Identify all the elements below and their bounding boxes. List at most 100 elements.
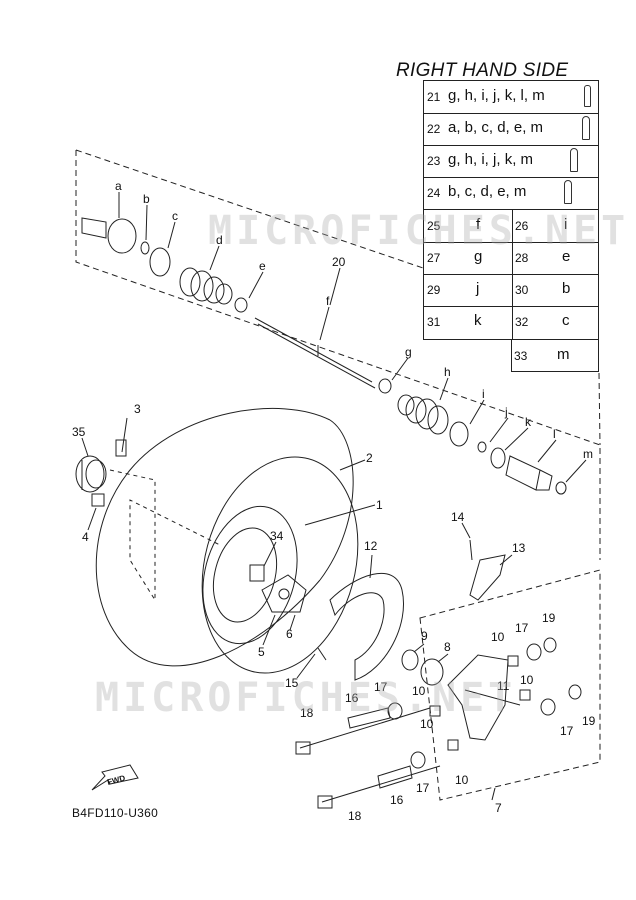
callout-18: 18 xyxy=(348,809,362,823)
seal-part xyxy=(526,643,542,661)
dust-cap-part xyxy=(568,684,582,700)
kit-table: 21 g, h, i, j, k, l, m 22 a, b, c, d, e,… xyxy=(423,80,599,210)
callout-j: j xyxy=(504,405,508,419)
callout-a: a xyxy=(115,179,122,193)
tire-part xyxy=(95,407,359,674)
callout-12: 12 xyxy=(364,539,378,553)
callout-5: 5 xyxy=(258,645,265,659)
cv-boot-part xyxy=(179,267,233,305)
snap-ring-part xyxy=(401,649,419,671)
callout-h: h xyxy=(444,365,451,379)
grease-tube-icon xyxy=(570,148,578,172)
kit-row-number: 21 xyxy=(427,90,441,104)
kit-row: 21 g, h, i, j, k, l, m xyxy=(424,81,598,114)
pair-letter: b xyxy=(562,280,571,297)
lug-nut-part xyxy=(91,493,105,507)
callout-19: 19 xyxy=(582,714,596,728)
pair-number: 32 xyxy=(515,315,529,329)
small-band-part xyxy=(378,378,392,394)
drive-shaft-part xyxy=(254,317,376,389)
kit-row-letters: b, c, d, e, m xyxy=(448,183,527,200)
bushing-part xyxy=(507,655,519,667)
callout-4: 4 xyxy=(82,530,89,544)
callout-k: k xyxy=(525,415,532,429)
boot-band-part xyxy=(149,247,171,277)
kit-row-number: 22 xyxy=(427,122,441,136)
clip-ring-part xyxy=(555,481,567,495)
diagram-title: RIGHT HAND SIDE xyxy=(396,60,569,81)
callout-m: m xyxy=(583,447,593,461)
callout-c: c xyxy=(172,209,178,223)
brake-disc-part xyxy=(329,572,404,681)
callout-6: 6 xyxy=(286,627,293,641)
inner-cv-joint-part xyxy=(505,455,553,491)
forward-arrow-icon xyxy=(91,764,139,791)
callout-20: 20 xyxy=(332,255,346,269)
axle-nut-part xyxy=(249,564,265,582)
callout-10: 10 xyxy=(491,630,505,644)
fwd-label: FWD xyxy=(106,773,126,786)
callout-14: 14 xyxy=(451,510,465,524)
callout-17: 17 xyxy=(515,621,529,635)
pair-letter: j xyxy=(476,280,480,297)
callout-9: 9 xyxy=(421,629,428,643)
bushing-part xyxy=(447,739,459,751)
kit-row: 22 a, b, c, d, e, m xyxy=(424,113,598,146)
callout-19: 19 xyxy=(542,611,556,625)
callout-2: 2 xyxy=(366,451,373,465)
callout-b: b xyxy=(143,192,150,206)
collar-part xyxy=(377,765,413,789)
kit-row-letters: a, b, c, d, e, m xyxy=(448,119,544,136)
kit-row-number: 23 xyxy=(427,154,441,168)
callout-g: g xyxy=(405,345,412,359)
valve-stem-part xyxy=(115,417,128,457)
callout-17: 17 xyxy=(416,781,430,795)
seal-ring-part xyxy=(490,447,506,469)
callout-1: 1 xyxy=(376,498,383,512)
pair-row-last: 33 m xyxy=(511,340,599,372)
callout-i: i xyxy=(482,387,485,401)
dust-cap-part xyxy=(543,637,557,653)
watermark-bottom: MICROFICHES.NET xyxy=(95,675,517,721)
pair-row: 29 j 30 b xyxy=(424,274,598,307)
callout-8: 8 xyxy=(444,640,451,654)
callout-10: 10 xyxy=(520,673,534,687)
watermark-top: MICROFICHES.NET xyxy=(208,208,630,254)
clip-ring-part xyxy=(140,241,150,255)
kit-row: 24 b, c, d, e, m xyxy=(424,177,598,209)
wheel-hub-part xyxy=(261,574,307,613)
kit-row-number: 24 xyxy=(427,186,441,200)
pair-letter: c xyxy=(562,312,570,329)
grease-tube-icon xyxy=(564,180,572,204)
bracket-part xyxy=(469,554,506,601)
bracket-bolt-part xyxy=(469,539,473,561)
seal-part xyxy=(410,751,426,769)
cv-boot-part xyxy=(397,394,449,435)
kit-row: 23 g, h, i, j, k, m xyxy=(424,145,598,178)
callout-l: l xyxy=(553,427,556,441)
bushing-part xyxy=(519,689,531,701)
callout-34: 34 xyxy=(270,529,284,543)
hub-cap-part xyxy=(75,455,107,493)
disc-bolt-part xyxy=(317,647,327,661)
callout-13: 13 xyxy=(512,541,526,555)
callout-e: e xyxy=(259,259,266,273)
pair-row: 31 k 32 c xyxy=(424,306,598,338)
pair-number: 30 xyxy=(515,283,529,297)
pair-number: 29 xyxy=(427,283,441,297)
callout-16: 16 xyxy=(390,793,404,807)
wheel-rim-part xyxy=(202,505,298,645)
diagram-code: B4FD110-U360 xyxy=(72,806,159,820)
pair-letter: m xyxy=(557,346,570,363)
seal-part xyxy=(540,698,556,716)
kit-row-letters: g, h, i, j, k, m xyxy=(448,151,534,168)
pair-letter: k xyxy=(474,312,482,329)
small-band-part xyxy=(234,297,248,313)
callout-17: 17 xyxy=(560,724,574,738)
callout-f: f xyxy=(326,294,330,308)
outer-cv-joint-part xyxy=(81,192,137,254)
boot-band-part xyxy=(449,421,469,447)
callout-35: 35 xyxy=(72,425,86,439)
pivot-bolt-part xyxy=(317,765,441,809)
callout-3: 3 xyxy=(134,402,141,416)
